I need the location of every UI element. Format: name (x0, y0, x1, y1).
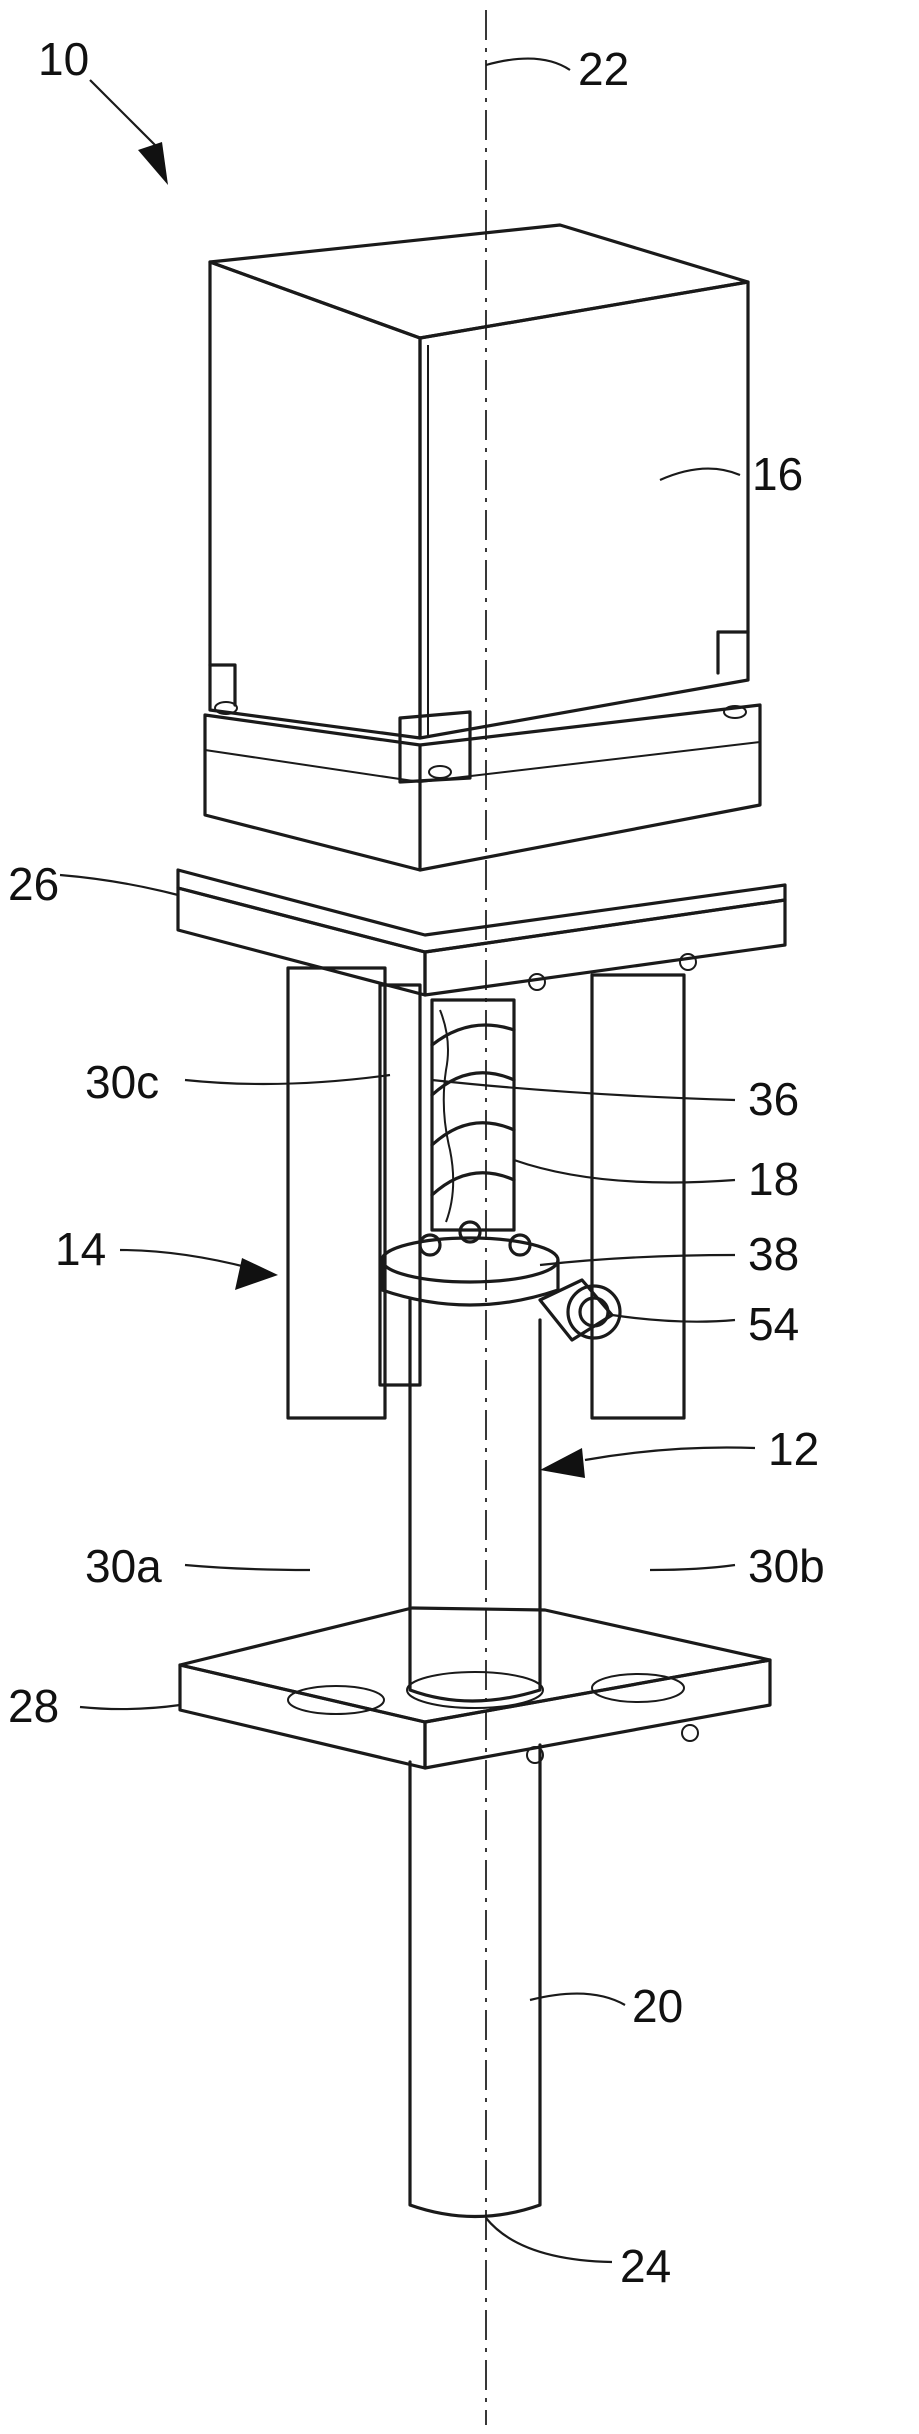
spindle-nut (382, 1222, 558, 1305)
label-22: 22 (578, 43, 629, 95)
label-12: 12 (768, 1423, 819, 1475)
label-18: 18 (748, 1153, 799, 1205)
label-28: 28 (8, 1680, 59, 1732)
motor-housing (210, 225, 748, 782)
label-30b: 30b (748, 1540, 825, 1592)
label-10: 10 (38, 33, 89, 85)
reference-labels: 10 22 16 26 30c 36 18 14 38 54 12 30a 30… (8, 33, 825, 2292)
threaded-spindle (432, 1000, 514, 1230)
label-54: 54 (748, 1298, 799, 1350)
label-26: 26 (8, 858, 59, 910)
label-30c: 30c (85, 1056, 159, 1108)
label-20: 20 (632, 1980, 683, 2032)
label-16: 16 (752, 448, 803, 500)
label-36: 36 (748, 1073, 799, 1125)
guide-column-30a (288, 968, 385, 1418)
connector-54 (540, 1280, 620, 1340)
adapter-block (205, 705, 760, 870)
piston-rod (410, 1745, 540, 2217)
drive-housing (407, 1300, 543, 1708)
upper-plate (178, 870, 785, 995)
label-24: 24 (620, 2240, 671, 2292)
lower-plate (180, 1608, 770, 1768)
label-30a: 30a (85, 1540, 162, 1592)
label-14: 14 (55, 1223, 106, 1275)
leader-lines (60, 59, 755, 2262)
label-38: 38 (748, 1228, 799, 1280)
guide-column-30b (592, 975, 684, 1418)
